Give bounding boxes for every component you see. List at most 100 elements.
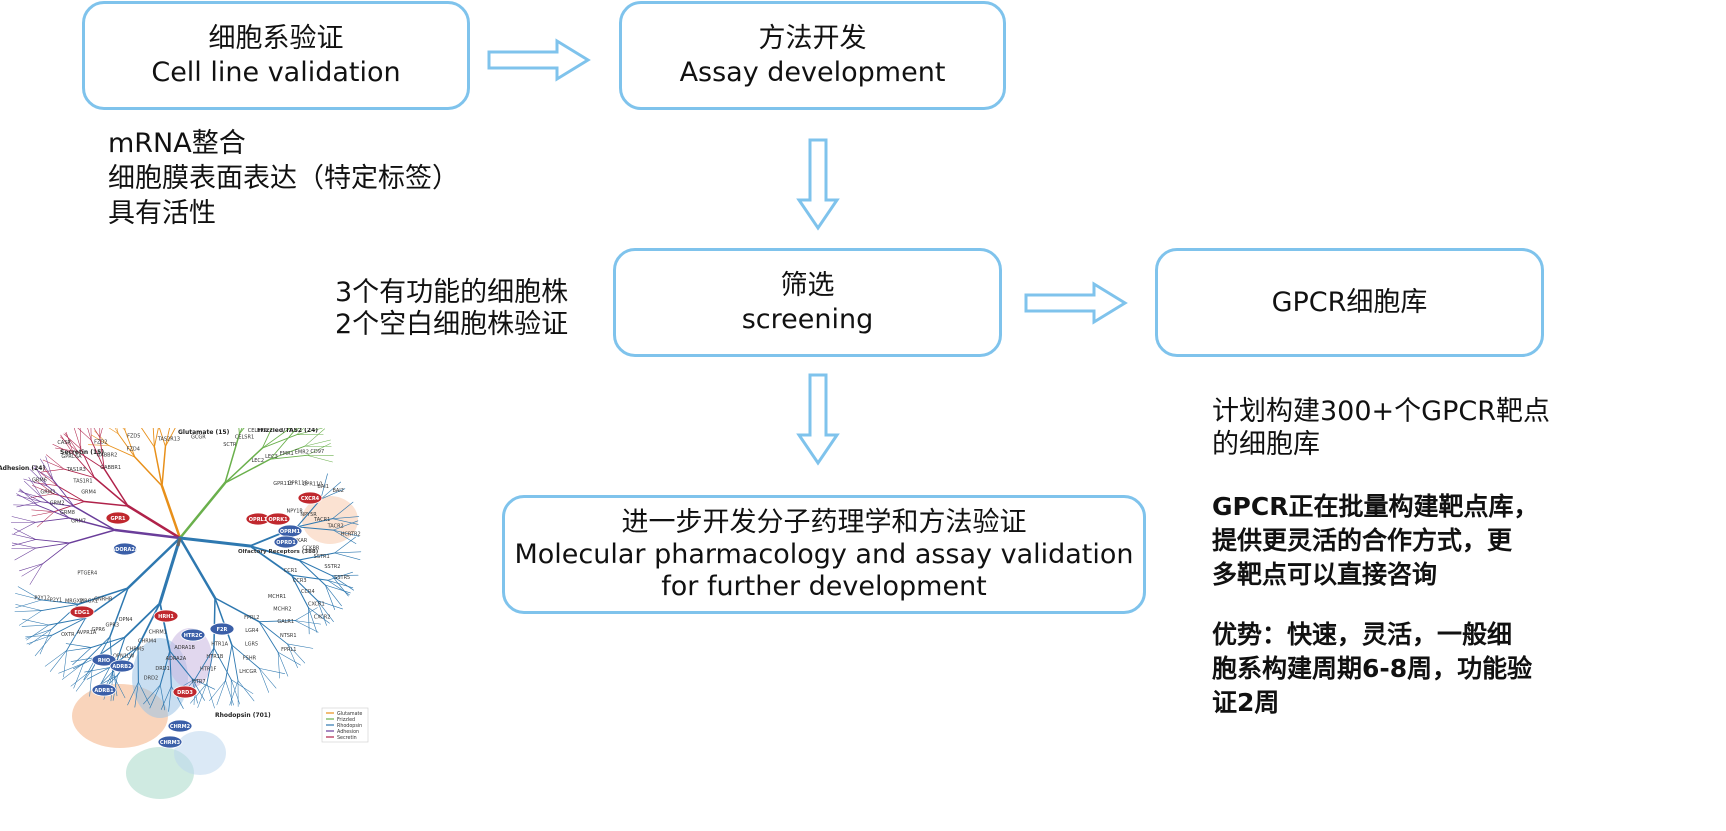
tree-leaf-label: HTR1B xyxy=(206,654,223,660)
tree-branch xyxy=(287,643,298,669)
assay-development-zh: 方法开发 xyxy=(758,22,867,54)
tree-branch xyxy=(126,504,182,540)
tree-branch xyxy=(296,518,334,528)
highlighted-receptor-label: HTR2C xyxy=(184,633,203,639)
tree-branch xyxy=(269,430,295,460)
tree-branch xyxy=(11,516,36,523)
tree-branch xyxy=(114,428,119,435)
tree-branch xyxy=(161,445,167,487)
tree-branch xyxy=(178,536,252,548)
tree-branch xyxy=(64,432,79,453)
note-line: mRNA整合 xyxy=(108,128,246,159)
note-line: 计划构建300+个GPCR靶点 xyxy=(1212,396,1550,427)
tree-branch xyxy=(11,539,37,546)
tree-leaf-label: CD97 xyxy=(310,449,324,455)
tree-branch xyxy=(134,681,139,708)
tree-leaf-label: LEC3 xyxy=(265,454,278,460)
subfamily-shading-region xyxy=(174,731,226,775)
tree-legend-label: Rhodopsin xyxy=(337,723,362,729)
further-development-zh: 进一步开发分子药理学和方法验证 xyxy=(621,506,1027,538)
tree-branch xyxy=(87,428,92,441)
tree-branch xyxy=(63,468,95,479)
highlighted-receptor-label: HRH1 xyxy=(158,614,174,620)
tree-branch xyxy=(160,685,172,710)
tree-branch xyxy=(90,636,126,649)
highlighted-receptor-badge xyxy=(91,653,117,667)
tree-leaf-label: GRM7 xyxy=(71,518,86,524)
cell-line-validation-zh: 细胞系验证 xyxy=(208,22,344,54)
tree-family-label: Secretin (15) xyxy=(60,449,104,456)
tree-branch xyxy=(109,587,129,638)
tree-branch xyxy=(72,453,95,479)
tree-branch xyxy=(317,600,334,622)
tree-branch xyxy=(75,669,93,692)
tree-branch xyxy=(83,636,111,664)
tree-leaf-label: ADRA1B xyxy=(174,645,195,651)
tree-branch xyxy=(49,650,68,672)
tree-branch xyxy=(287,643,306,664)
highlighted-receptor-badge xyxy=(172,685,198,699)
cell-line-validation-en: Cell line validation xyxy=(151,56,401,88)
tree-branch xyxy=(25,634,53,638)
tree-branch xyxy=(41,599,80,605)
tree-branch xyxy=(325,584,342,607)
tree-branch xyxy=(261,428,273,449)
tree-leaf-label: DRD1 xyxy=(155,666,169,672)
tree-branch xyxy=(13,528,37,540)
tree-branch xyxy=(327,571,353,581)
tree-branch xyxy=(158,536,182,605)
tree-leaf-label: CCKBR xyxy=(302,545,320,551)
tree-branch xyxy=(11,542,37,549)
tree-root xyxy=(176,537,182,547)
tree-branch xyxy=(169,650,193,680)
cell-line-validation-box: 细胞系验证 Cell line validation xyxy=(82,1,470,110)
tree-branch xyxy=(333,529,360,537)
cell-line-notes: mRNA整合 细胞膜表面表达（特定标签） 具有活性 xyxy=(108,126,459,231)
tree-branch xyxy=(45,456,54,481)
screening-notes: 3个有功能的细胞株 2个空白细胞株验证 xyxy=(335,277,568,341)
tree-branch xyxy=(29,563,44,585)
tree-branch xyxy=(103,468,129,507)
tree-branch xyxy=(18,491,43,499)
tree-branch xyxy=(206,683,215,709)
tree-branch xyxy=(153,428,159,448)
tree-branch xyxy=(197,683,208,708)
highlighted-receptor-label: OPRK1 xyxy=(268,517,288,523)
tree-branch xyxy=(152,428,155,448)
note-line: 2个空白细胞株验证 xyxy=(335,309,569,340)
tree-branch xyxy=(46,485,75,507)
tree-branch xyxy=(93,476,129,507)
note-line: 多靶点可以直接咨询 xyxy=(1212,560,1438,589)
tree-branch xyxy=(41,497,70,519)
tree-branch xyxy=(294,620,322,625)
tree-cluster-label: Olfactory Receptors (388) xyxy=(238,549,319,555)
tree-branch xyxy=(66,617,87,651)
tree-branch xyxy=(124,602,161,639)
tree-branch xyxy=(32,485,54,495)
subfamily-shading-region xyxy=(168,628,212,688)
tree-branch xyxy=(209,680,226,702)
tree-branch xyxy=(63,433,82,450)
tree-leaf-label: GNRHR xyxy=(94,597,113,603)
tree-branch xyxy=(15,599,42,609)
tree-branch xyxy=(93,428,101,438)
tree-branch xyxy=(88,444,110,446)
tree-leaf-label: TAS1R3 xyxy=(66,467,86,473)
highlighted-receptor-badge xyxy=(109,659,135,673)
tree-branch xyxy=(258,621,288,645)
tree-branch xyxy=(206,647,215,684)
tree-leaf-label: CELSR2 xyxy=(248,428,267,434)
tree-branch xyxy=(28,629,52,646)
tree-leaf-label: CHRM1 xyxy=(149,630,167,636)
tree-branch xyxy=(68,529,116,544)
tree-branch xyxy=(127,681,139,706)
highlighted-receptor-label: GPR1 xyxy=(110,516,126,522)
tree-branch xyxy=(73,505,116,531)
tree-branch xyxy=(231,644,239,682)
tree-branch xyxy=(134,456,163,487)
tree-branch xyxy=(214,597,233,646)
tree-branch xyxy=(16,493,39,506)
tree-branch xyxy=(39,629,52,655)
tree-branch xyxy=(22,618,50,626)
